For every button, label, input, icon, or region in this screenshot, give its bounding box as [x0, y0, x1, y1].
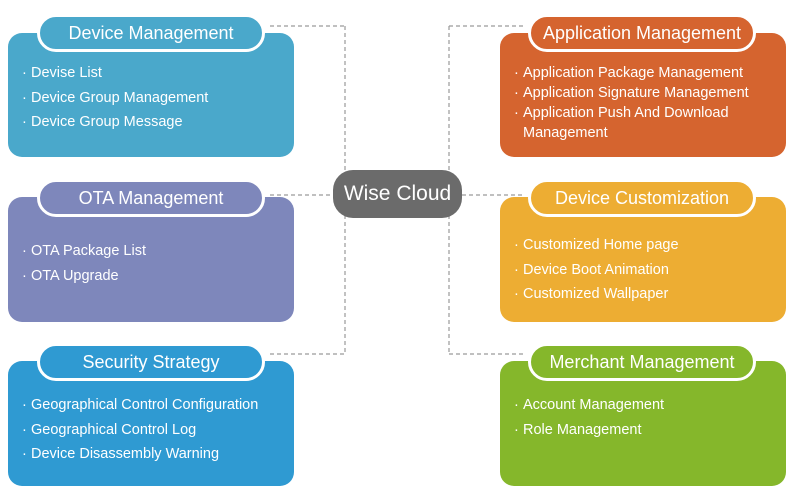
card-application-management: Application Package Management Applicati… [500, 14, 786, 157]
list-item: Device Boot Animation [514, 260, 786, 280]
list-item: Device Group Management [22, 88, 294, 108]
card-body: Application Package Management Applicati… [500, 33, 786, 157]
center-node: Wise Cloud [333, 170, 462, 218]
card-title: Device Customization [528, 179, 756, 217]
card-body: Geographical Control Configuration Geogr… [8, 361, 294, 486]
list-item: Customized Home page [514, 235, 786, 255]
item-list: OTA Package List OTA Upgrade [22, 241, 294, 286]
card-body: Customized Home page Device Boot Animati… [500, 197, 786, 322]
item-list: Geographical Control Configuration Geogr… [22, 395, 294, 464]
card-body: Account Management Role Management [500, 361, 786, 486]
item-list: Application Package Management Applicati… [514, 63, 776, 143]
list-item: Role Management [514, 420, 786, 440]
item-list: Devise List Device Group Management Devi… [22, 63, 294, 132]
card-title: Device Management [37, 14, 265, 52]
list-item: Device Group Message [22, 112, 294, 132]
card-title: Application Management [528, 14, 756, 52]
card-device-customization: Customized Home page Device Boot Animati… [500, 179, 786, 322]
card-security-strategy: Geographical Control Configuration Geogr… [8, 343, 294, 486]
list-item: Customized Wallpaper [514, 284, 786, 304]
list-item: Geographical Control Configuration [22, 395, 294, 415]
list-item: OTA Upgrade [22, 266, 294, 286]
list-item: Application Push And Download Management [514, 103, 776, 143]
card-title: Merchant Management [528, 343, 756, 381]
card-merchant-management: Account Management Role Management Merch… [500, 343, 786, 486]
list-item: Geographical Control Log [22, 420, 294, 440]
list-item: Account Management [514, 395, 786, 415]
card-title: Security Strategy [37, 343, 265, 381]
card-body: Devise List Device Group Management Devi… [8, 33, 294, 157]
card-body: OTA Package List OTA Upgrade [8, 197, 294, 322]
card-device-management: Devise List Device Group Management Devi… [8, 14, 294, 157]
list-item: Application Package Management [514, 63, 776, 83]
list-item: OTA Package List [22, 241, 294, 261]
card-ota-management: OTA Package List OTA Upgrade OTA Managem… [8, 179, 294, 322]
list-item: Device Disassembly Warning [22, 444, 294, 464]
item-list: Customized Home page Device Boot Animati… [514, 235, 786, 304]
list-item: Devise List [22, 63, 294, 83]
list-item: Application Signature Management [514, 83, 776, 103]
item-list: Account Management Role Management [514, 395, 786, 440]
card-title: OTA Management [37, 179, 265, 217]
